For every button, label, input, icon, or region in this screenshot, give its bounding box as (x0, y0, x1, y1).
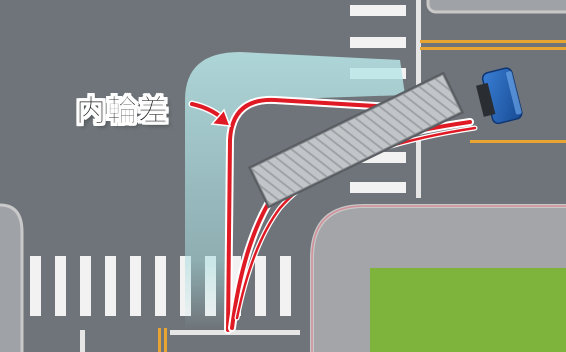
center-line (470, 140, 566, 143)
center-line (158, 328, 161, 352)
truck-trailer (247, 71, 465, 209)
lane-divider (80, 330, 85, 352)
sidewalk-bottom-left (0, 203, 24, 352)
lane-stripe (350, 152, 406, 163)
grass-area (370, 268, 566, 352)
inner-wheel-track (224, 95, 478, 334)
callout-arrow-icon (188, 100, 232, 127)
center-line (420, 47, 566, 50)
sidewalk-top-right (426, 0, 566, 14)
lane-stripe (350, 5, 406, 16)
truck (247, 67, 523, 209)
lane-stripe (350, 37, 406, 48)
lane-stripe (350, 182, 406, 193)
center-line (420, 40, 566, 43)
stop-line (170, 330, 300, 335)
center-line (164, 328, 167, 352)
inner-wheel-difference-label: 内輪差 (76, 94, 169, 130)
lane-divider (416, 138, 421, 198)
lane-divider (416, 0, 421, 95)
truck-cab (476, 67, 523, 125)
